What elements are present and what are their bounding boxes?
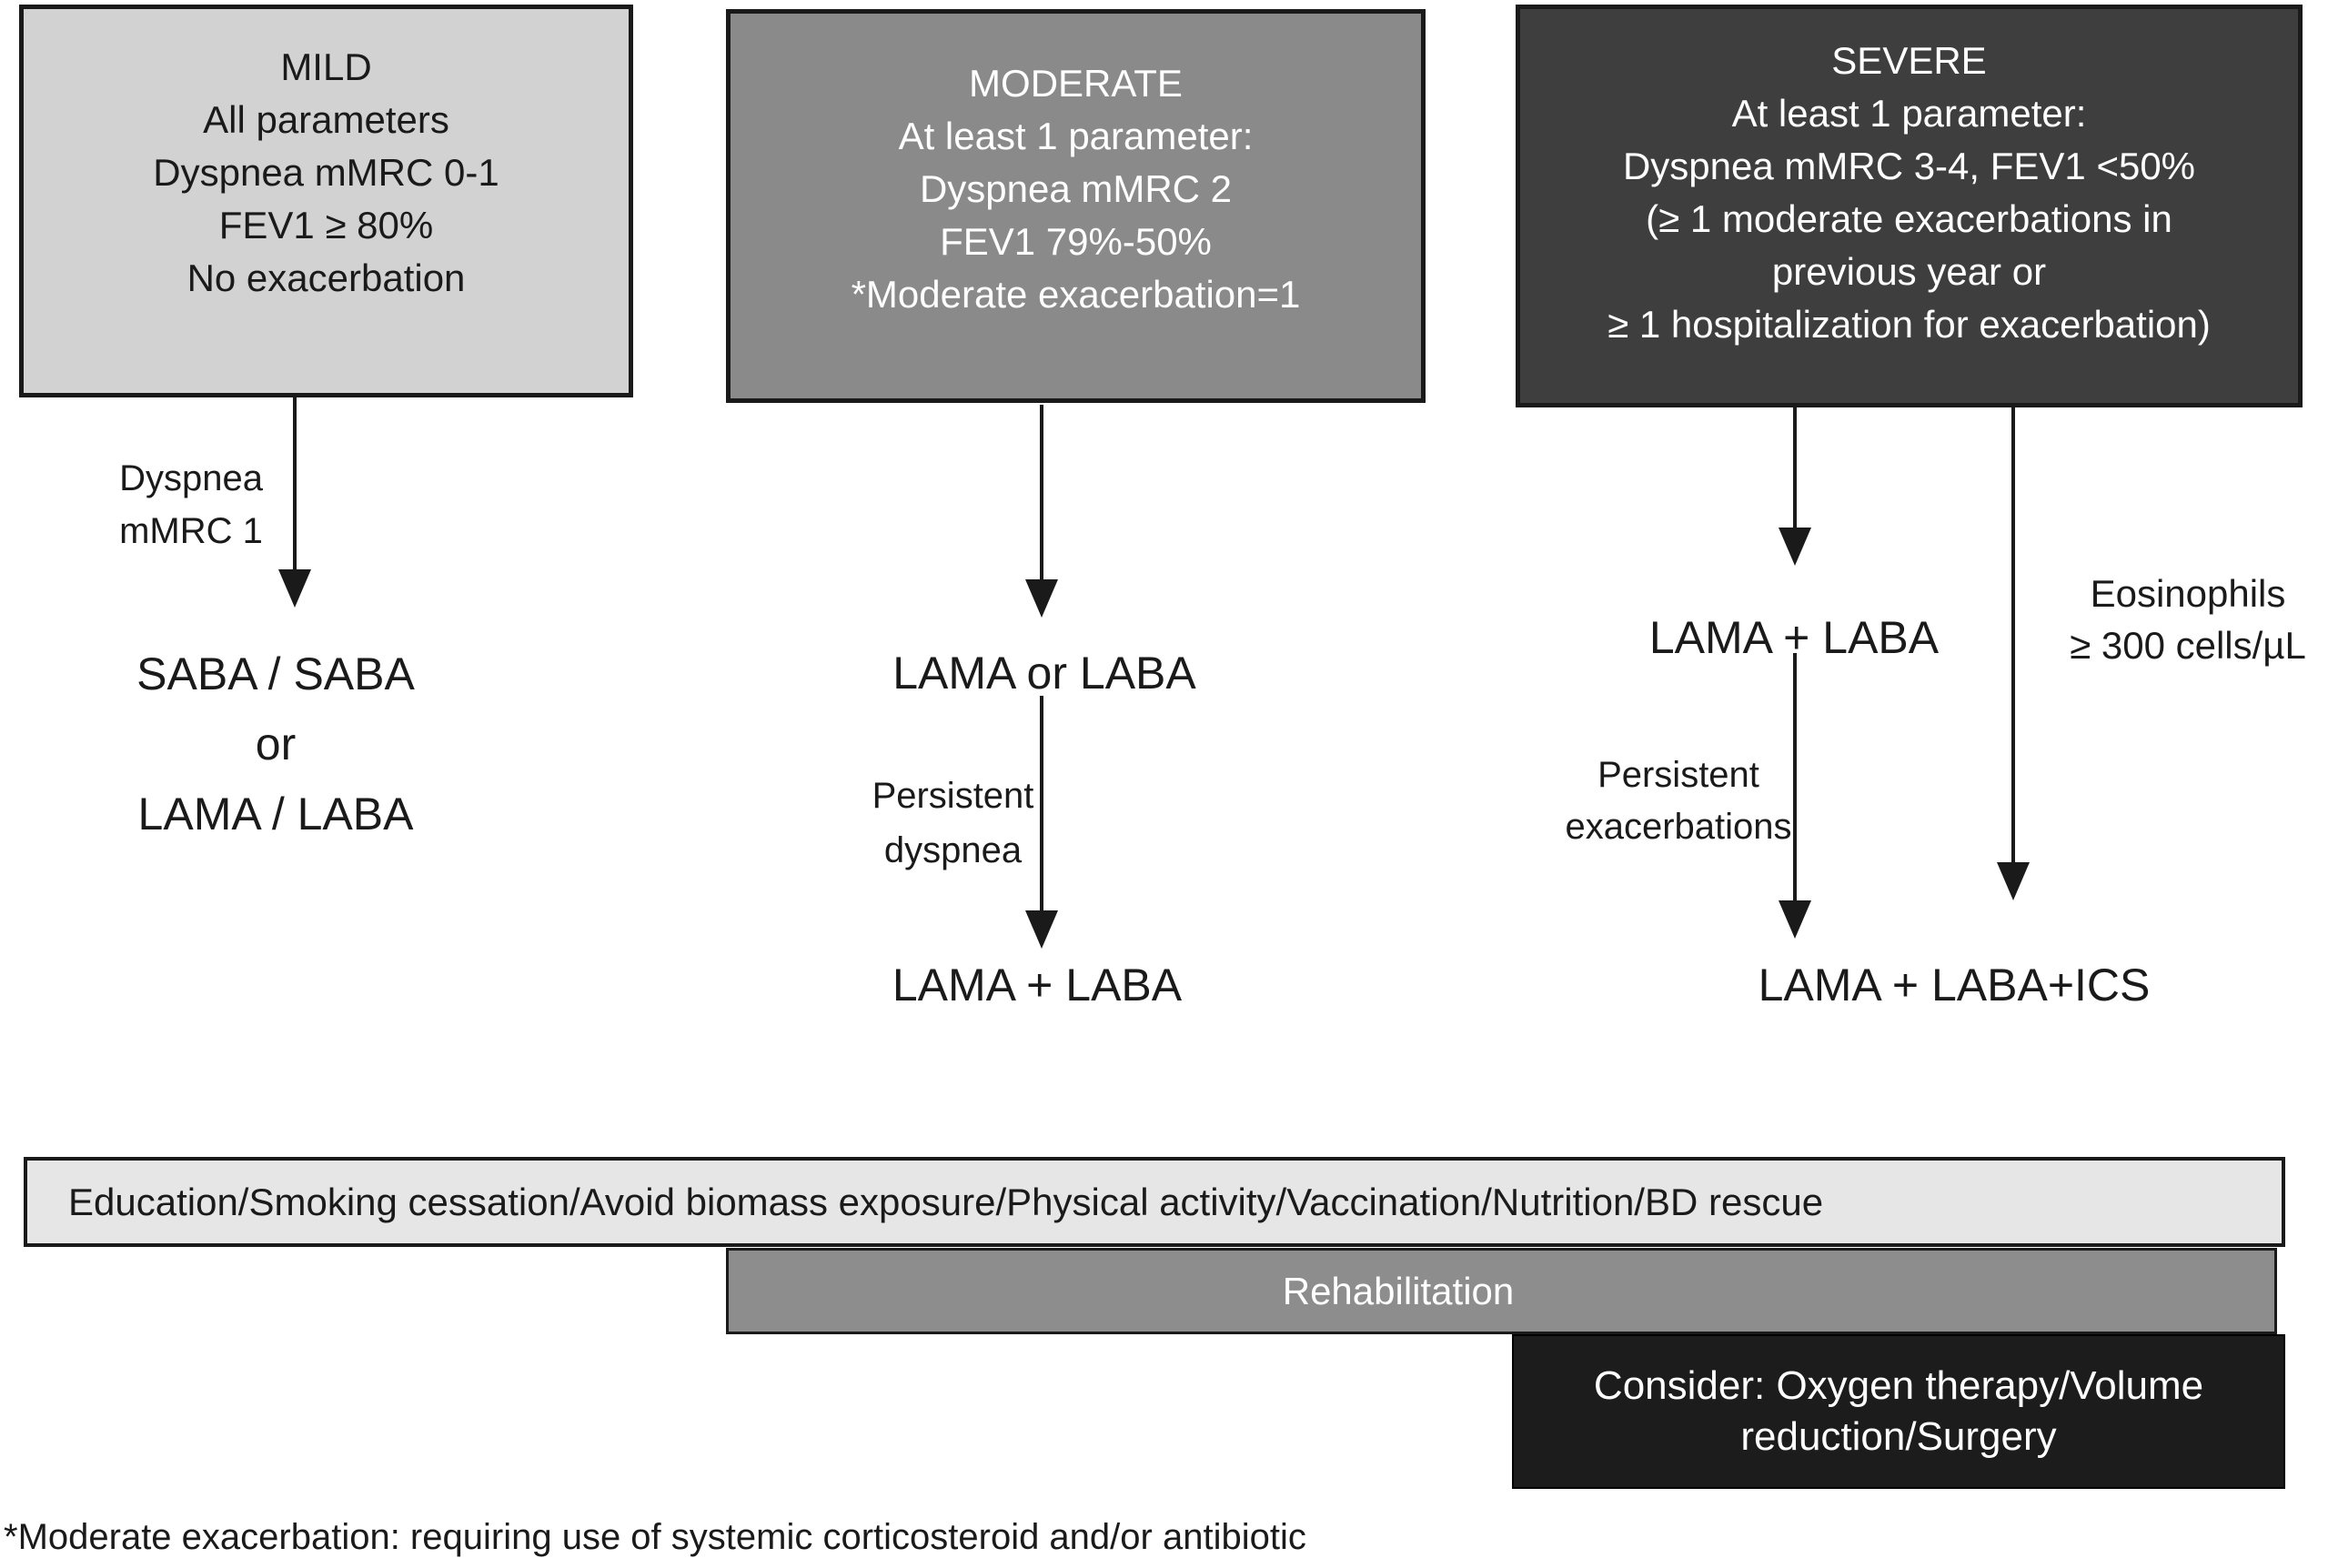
mild-box-line: No exacerbation — [186, 256, 466, 299]
arrow-head — [1779, 900, 1811, 939]
severe-step2-text: LAMA + LABA+ICS — [1758, 960, 2151, 1010]
moderate-step1-text: LAMA or LABA — [892, 648, 1196, 699]
arrow-shaft — [1040, 405, 1043, 581]
moderate-box-line: Dyspnea mMRC 2 — [919, 167, 1233, 210]
severe-severity-box: SEVERE At least 1 parameter: Dyspnea mMR… — [1516, 5, 2303, 407]
severe-box-line: previous year or — [1771, 250, 2047, 293]
severe-box-line: At least 1 parameter: — [1731, 92, 2087, 135]
education-bar-label: Education/Smoking cessation/Avoid biomas… — [68, 1180, 1824, 1223]
persistent-dyspnea-label-line: dyspnea — [883, 830, 1023, 870]
persistent-dyspnea-label-line: Persistent — [872, 776, 1034, 816]
consider-bar-line: Consider: Oxygen therapy/Volume — [1593, 1363, 2204, 1408]
eosinophils-label-line: Eosinophils — [2090, 572, 2286, 615]
mild-treatment-text: SABA / SABA or LAMA / LABA — [53, 639, 499, 849]
mild-box-line: All parameters — [203, 98, 449, 141]
arrow-head — [1997, 862, 2030, 900]
eosinophils-label: Eosinophils ≥ 300 cells/µL — [2047, 568, 2328, 671]
mild-arrow-label-line: Dyspnea — [119, 458, 263, 498]
moderate-box-line: *Moderate exacerbation=1 — [851, 273, 1301, 316]
arrow-head — [1779, 528, 1811, 566]
arrow-shaft — [1793, 407, 1797, 529]
severe-step1-text: LAMA + LABA — [1648, 612, 1940, 663]
severe-box-line: ≥ 1 hospitalization for exacerbation) — [1607, 303, 2211, 346]
arrow-head — [1025, 910, 1058, 949]
arrow-head — [1025, 579, 1058, 618]
arrow-shaft — [2011, 407, 2015, 864]
mild-arrow-label-line: mMRC 1 — [119, 511, 263, 551]
mild-treatment-line: LAMA / LABA — [137, 789, 414, 839]
persistent-dyspnea-label: Persistent dyspnea — [860, 769, 1046, 878]
moderate-severity-box: MODERATE At least 1 parameter: Dyspnea m… — [726, 9, 1426, 403]
education-base-bar: Education/Smoking cessation/Avoid biomas… — [24, 1157, 2285, 1247]
moderate-step2-text: LAMA + LABA — [892, 960, 1183, 1010]
arrow-shaft — [1040, 696, 1043, 912]
severe-box-line: Dyspnea mMRC 3-4, FEV1 <50% — [1622, 145, 2196, 187]
moderate-box-line: FEV1 79%-50% — [940, 220, 1212, 263]
mild-treatment-line: or — [255, 719, 297, 769]
consider-base-bar: Consider: Oxygen therapy/Volume reductio… — [1512, 1334, 2285, 1489]
moderate-box-line: At least 1 parameter: — [898, 115, 1254, 157]
eosinophils-label-line: ≥ 300 cells/µL — [2070, 624, 2306, 667]
mild-box-line: FEV1 ≥ 80% — [218, 204, 434, 246]
severe-box-line: (≥ 1 moderate exacerbations in — [1646, 197, 2172, 240]
arrow-shaft — [293, 397, 297, 571]
mild-severity-box: MILD All parameters Dyspnea mMRC 0-1 FEV… — [19, 5, 633, 397]
persistent-exacerbations-label-line: exacerbations — [1565, 807, 1792, 847]
footnote: *Moderate exacerbation: requiring use of… — [4, 1517, 1306, 1557]
mild-arrow-label: Dyspnea mMRC 1 — [100, 452, 282, 558]
mild-box-title: MILD — [280, 45, 372, 88]
persistent-exacerbations-label: Persistent exacerbations — [1537, 749, 1819, 853]
moderate-box-title: MODERATE — [969, 62, 1183, 105]
persistent-exacerbations-label-line: Persistent — [1597, 755, 1759, 795]
severe-box-title: SEVERE — [1831, 39, 1987, 82]
rehabilitation-base-bar: Rehabilitation — [726, 1248, 2277, 1334]
mild-box-line: Dyspnea mMRC 0-1 — [153, 151, 499, 194]
mild-treatment-line: SABA / SABA — [136, 648, 415, 699]
arrow-shaft — [1793, 653, 1797, 902]
arrow-head — [278, 569, 311, 608]
rehabilitation-bar-label: Rehabilitation — [1282, 1269, 1515, 1312]
consider-bar-line: reduction/Surgery — [1740, 1414, 2057, 1459]
